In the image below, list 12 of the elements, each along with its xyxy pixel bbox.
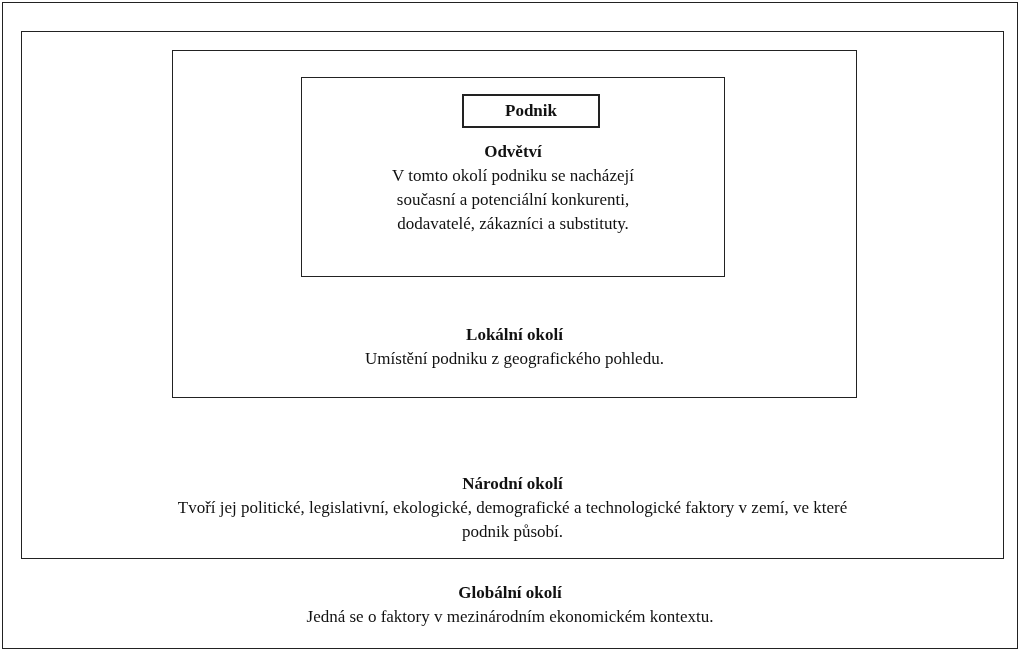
box-heading: Odvětví [484, 141, 542, 163]
box-description: Tvoří jej politické, legislativní, ekologické, demografické a technologické faktory v zemí, ve které podnik působí. [176, 497, 849, 543]
box-description: V tomto okolí podniku se nacházejí současní a potenciální konkurenti, dodavatelé, zákazníci a substituty. [391, 165, 635, 235]
box-heading: Národní okolí [462, 473, 563, 495]
company-box: Podnik [462, 94, 600, 128]
box-heading: Lokální okolí [466, 324, 563, 346]
box-heading: Globální okolí [458, 582, 562, 604]
box-description: Jedná se o faktory v mezinárodním ekonomickém kontextu. [306, 606, 714, 628]
box-description: Umístění podniku z geografického pohledu. [365, 348, 664, 370]
environment-box [172, 50, 857, 398]
environment-box [301, 77, 725, 277]
environment-box [21, 31, 1004, 559]
